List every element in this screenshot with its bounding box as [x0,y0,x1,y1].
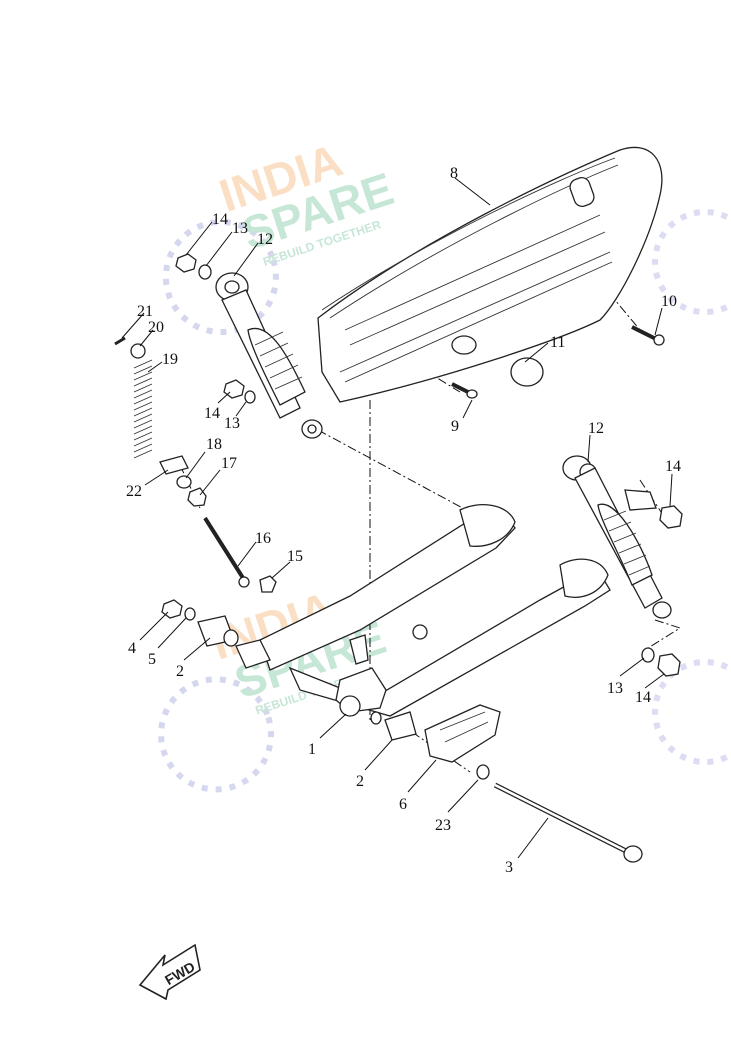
callout-4: 4 [128,640,136,657]
callout-15: 15 [287,548,303,565]
callout-14-top: 14 [212,211,228,228]
callout-19: 19 [162,351,178,368]
callout-14-bottom: 14 [635,689,651,706]
callout-11: 11 [550,334,565,351]
callout-6: 6 [399,796,407,813]
bushings [197,615,417,741]
callout-12-left: 12 [257,231,273,248]
bolt-10 [631,325,665,346]
callout-20: 20 [148,319,164,336]
swing-arm [259,504,611,717]
chain-adjuster-parts [114,336,277,593]
callout-16: 16 [255,530,271,547]
callout-9: 9 [451,418,459,435]
watermark-right [652,209,731,765]
callout-17: 17 [221,455,237,472]
callout-1: 1 [308,741,316,758]
callout-2-left: 2 [176,663,184,680]
fwd-arrow-icon: FWD [138,943,201,1001]
chain-guide [424,704,501,763]
callout-5: 5 [148,651,156,668]
callouts: 8 14 13 12 10 11 9 21 20 19 14 13 12 14 … [126,165,681,876]
axle [493,782,643,863]
callout-14-right: 14 [665,458,681,475]
callout-14-mid: 14 [204,405,220,422]
leader-lines [121,177,673,859]
hardware [161,253,683,780]
callout-13-bottom: 13 [607,680,623,697]
callout-8: 8 [450,165,458,182]
callout-3: 3 [505,859,513,876]
right-shock-absorber [562,455,672,619]
cap [510,357,544,387]
left-shock-absorber [215,272,323,439]
callout-21: 21 [137,303,153,320]
callout-2-bottom: 2 [356,773,364,790]
callout-13-top: 13 [232,220,248,237]
callout-22: 22 [126,483,142,500]
callout-23: 23 [435,817,451,834]
callout-18: 18 [206,436,222,453]
callout-12-right: 12 [588,420,604,437]
callout-13-mid: 13 [224,415,240,432]
bolt-9 [451,382,478,399]
chain-case [317,146,663,403]
callout-10: 10 [661,293,677,310]
